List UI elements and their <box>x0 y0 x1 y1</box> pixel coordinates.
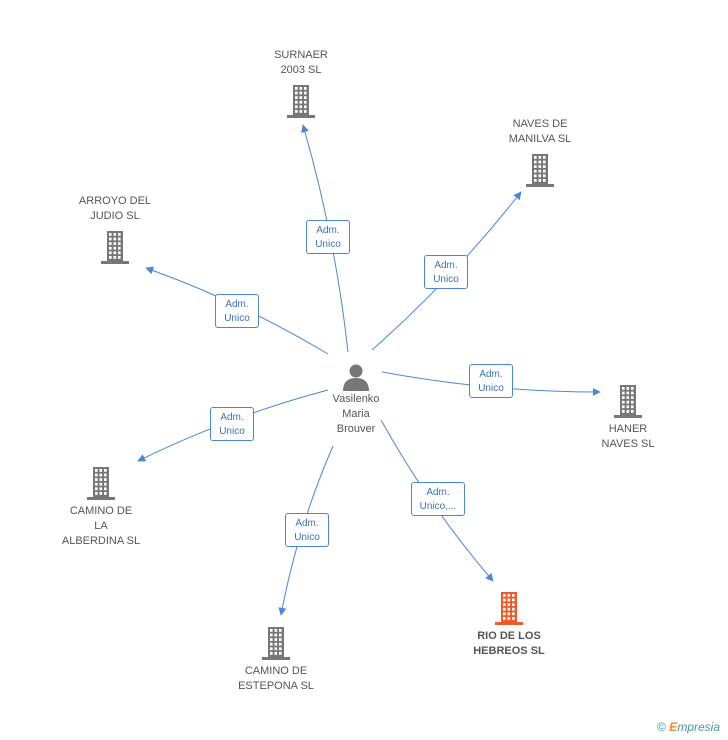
company-label: CAMINO DE ESTEPONA SL <box>238 665 314 692</box>
building-icon <box>614 385 642 418</box>
company-label: NAVES DE MANILVA SL <box>508 118 572 145</box>
building-icon-wrap <box>234 625 318 661</box>
company-label: RIO DE LOS HEBREOS SL <box>473 630 545 657</box>
relation-badge-naves-manilva[interactable]: Adm. Unico <box>424 255 468 289</box>
person-node[interactable]: Vasilenko Maria Brouver <box>318 362 394 437</box>
company-node-rio-hebreos[interactable]: RIO DE LOS HEBREOS SL <box>467 590 551 659</box>
building-icon-wrap <box>259 83 343 119</box>
company-label: SURNAER 2003 SL <box>274 49 328 76</box>
building-icon-wrap <box>467 590 551 626</box>
building-icon <box>101 231 129 264</box>
company-node-surnaer[interactable]: SURNAER 2003 SL <box>259 48 343 119</box>
building-icon <box>526 154 554 187</box>
company-label: ARROYO DEL JUDIO SL <box>78 195 152 222</box>
company-node-camino-alberdina[interactable]: CAMINO DE LA ALBERDINA SL <box>59 465 143 549</box>
building-icon-wrap <box>73 229 157 265</box>
building-icon <box>495 592 523 625</box>
company-node-naves-manilva[interactable]: NAVES DE MANILVA SL <box>498 117 582 188</box>
company-label: CAMINO DE LA ALBERDINA SL <box>61 505 141 547</box>
relation-badge-camino-estepona[interactable]: Adm. Unico <box>285 513 329 547</box>
brand-initial: E <box>669 720 678 734</box>
relation-badge-rio-hebreos[interactable]: Adm. Unico,... <box>411 482 465 516</box>
company-node-arroyo-judio[interactable]: ARROYO DEL JUDIO SL <box>73 194 157 265</box>
company-node-haner-naves[interactable]: HANER NAVES SL <box>586 383 670 452</box>
building-icon-wrap <box>498 152 582 188</box>
building-icon <box>262 627 290 660</box>
relation-badge-surnaer[interactable]: Adm. Unico <box>306 220 350 254</box>
company-label: HANER NAVES SL <box>601 423 655 450</box>
building-icon <box>87 467 115 500</box>
person-icon <box>343 364 369 391</box>
building-icon-wrap <box>586 383 670 419</box>
building-icon-wrap <box>59 465 143 501</box>
company-node-camino-estepona[interactable]: CAMINO DE ESTEPONA SL <box>234 625 318 694</box>
relation-badge-camino-alberdina[interactable]: Adm. Unico <box>210 407 254 441</box>
relation-badge-arroyo-judio[interactable]: Adm. Unico <box>215 294 259 328</box>
relation-badge-haner-naves[interactable]: Adm. Unico <box>469 364 513 398</box>
brand-name: mpresia <box>677 720 720 734</box>
copyright-symbol: © <box>657 720 666 734</box>
building-icon <box>287 85 315 118</box>
person-label: Vasilenko Maria Brouver <box>332 393 380 435</box>
footer-brand: © Empresia <box>657 720 720 734</box>
